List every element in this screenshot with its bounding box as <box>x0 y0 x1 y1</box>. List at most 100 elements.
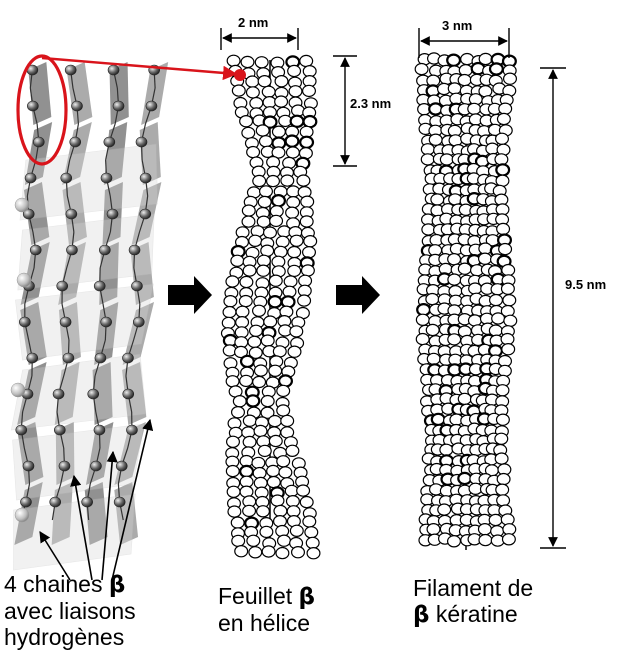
residue-ring <box>233 396 246 407</box>
residue-ring <box>292 105 305 116</box>
residue-ring <box>227 486 240 497</box>
residue-ring <box>287 147 300 158</box>
backbone-atom <box>116 461 127 471</box>
residue-ring <box>504 315 517 326</box>
residue-ring <box>255 57 268 68</box>
residue-ring <box>415 64 428 75</box>
backbone-atom <box>104 137 115 147</box>
residue-ring <box>447 55 460 66</box>
backbone-atom <box>140 173 151 183</box>
residue-ring <box>438 504 451 515</box>
residue-ring <box>495 433 508 444</box>
residue-ring <box>448 334 461 345</box>
backbone-atom <box>101 317 112 327</box>
residue-ring <box>274 246 287 257</box>
residue-ring <box>232 85 245 96</box>
backbone-atom <box>61 173 72 183</box>
backbone-atom <box>59 461 70 471</box>
residue-ring <box>449 194 462 205</box>
residue-ring <box>240 116 253 127</box>
dimension-9.5nm <box>540 68 566 548</box>
residue-ring <box>495 453 508 464</box>
side-atom <box>15 508 29 522</box>
residue-ring <box>275 96 288 107</box>
residue-ring <box>242 216 255 227</box>
residue-ring <box>496 133 509 144</box>
residue-ring <box>502 283 515 294</box>
residue-ring <box>306 537 319 548</box>
residue-ring <box>440 444 453 455</box>
residue-ring <box>479 524 492 535</box>
residue-ring <box>458 75 471 86</box>
residue-ring <box>416 334 429 345</box>
backbone-atom <box>146 101 157 111</box>
residue-ring <box>440 154 453 165</box>
residue-ring <box>448 254 461 265</box>
backbone-atom <box>108 65 119 75</box>
residue-ring <box>297 175 310 186</box>
residue-ring <box>264 316 277 327</box>
residue-ring <box>243 265 256 276</box>
backbone-atom <box>126 425 137 435</box>
residue-ring <box>422 224 435 235</box>
residue-ring <box>275 76 288 87</box>
residue-ring <box>479 535 492 546</box>
residue-ring <box>416 314 429 325</box>
residue-ring <box>276 548 289 559</box>
residue-ring <box>247 87 260 98</box>
backbone-atom <box>88 389 99 399</box>
residue-ring <box>426 324 439 335</box>
residue-ring <box>255 365 268 376</box>
residue-ring <box>273 346 286 357</box>
residue-ring <box>499 365 512 376</box>
residue-ring <box>269 416 282 427</box>
residue-ring <box>288 247 301 258</box>
residue-ring <box>273 126 286 137</box>
residue-ring <box>231 517 244 528</box>
residue-ring <box>261 245 274 256</box>
residue-ring <box>252 457 265 468</box>
residue-ring <box>432 414 445 425</box>
residue-ring <box>254 425 267 436</box>
residue-ring <box>300 55 313 66</box>
dimension-2nm <box>221 28 298 50</box>
residue-ring <box>269 365 282 376</box>
residue-ring <box>253 305 266 316</box>
residue-ring <box>502 344 515 355</box>
residue-ring <box>417 304 430 315</box>
residue-ring <box>277 385 290 396</box>
residue-ring <box>261 335 274 346</box>
filament-width-label: 3 nm <box>442 19 472 32</box>
backbone-atom <box>70 137 81 147</box>
backbone-atom <box>16 425 27 435</box>
residue-ring <box>289 86 302 97</box>
residue-ring <box>458 263 471 274</box>
residue-ring <box>468 103 481 114</box>
backbone-atom <box>113 101 124 111</box>
residue-ring <box>429 103 442 114</box>
residue-ring <box>274 505 287 516</box>
residue-ring <box>502 265 515 276</box>
residue-ring <box>232 535 245 546</box>
residue-ring <box>278 535 291 546</box>
residue-ring <box>292 547 305 558</box>
residue-ring <box>236 306 249 317</box>
residue-ring <box>269 275 282 286</box>
backbone-atom <box>27 353 38 363</box>
residue-ring <box>270 215 283 226</box>
residue-ring <box>290 326 303 337</box>
sheet-pitch-label: 2.3 nm <box>350 97 391 110</box>
residue-ring <box>249 235 262 246</box>
residue-ring <box>286 445 299 456</box>
residue-ring <box>248 336 261 347</box>
residue-ring <box>426 294 439 305</box>
backbone-atom <box>140 209 151 219</box>
residue-ring <box>223 307 236 318</box>
residue-ring <box>492 313 505 324</box>
residue-ring <box>290 235 303 246</box>
residue-ring <box>498 113 511 124</box>
backbone-atom <box>133 317 144 327</box>
backbone-atom <box>65 65 76 75</box>
residue-ring <box>228 506 241 517</box>
